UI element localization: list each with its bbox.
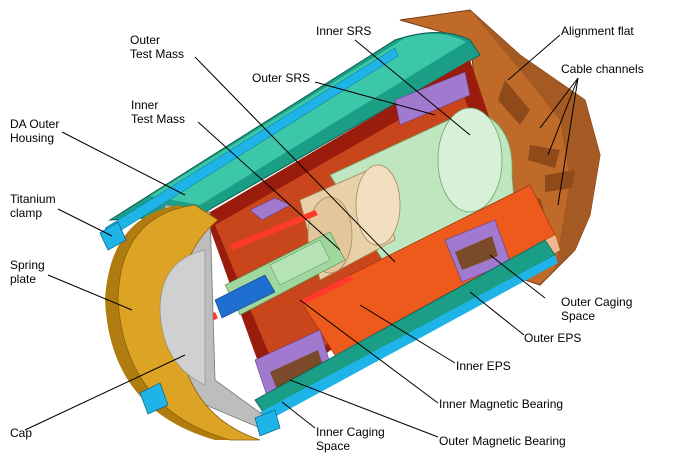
label-outer-eps: Outer EPS <box>524 331 582 345</box>
label-outer-srs: Outer SRS <box>252 71 311 85</box>
label-outer-caging-space: Outer Caging Space <box>561 295 633 323</box>
label-outer-test-mass: Outer Test Mass <box>130 33 185 61</box>
label-da-outer-housing: DA Outer Housing <box>10 117 60 145</box>
outer-housing-top <box>104 32 481 237</box>
label-spring-plate: Spring plate <box>10 258 45 286</box>
label-inner-test-mass: Inner Test Mass <box>131 98 186 126</box>
label-titanium-clamp: Titanium clamp <box>10 192 56 220</box>
cable-channel <box>528 145 560 168</box>
cable-channel <box>545 170 575 192</box>
label-inner-magnetic-bearing: Inner Magnetic Bearing <box>439 397 564 411</box>
label-cap: Cap <box>10 426 33 440</box>
label-alignment-flat: Alignment flat <box>561 24 634 38</box>
label-outer-magnetic-bearing: Outer Magnetic Bearing <box>439 434 566 448</box>
cable-channel <box>498 80 530 125</box>
cap <box>105 204 261 441</box>
interior <box>200 60 560 425</box>
label-inner-eps: Inner EPS <box>456 359 511 373</box>
label-inner-caging-space: Inner Caging Space <box>316 425 385 453</box>
label-inner-srs: Inner SRS <box>316 24 372 38</box>
leader-lines <box>24 34 579 438</box>
titanium-clamp <box>99 221 281 437</box>
label-cable-channels: Cable channels <box>561 62 644 76</box>
